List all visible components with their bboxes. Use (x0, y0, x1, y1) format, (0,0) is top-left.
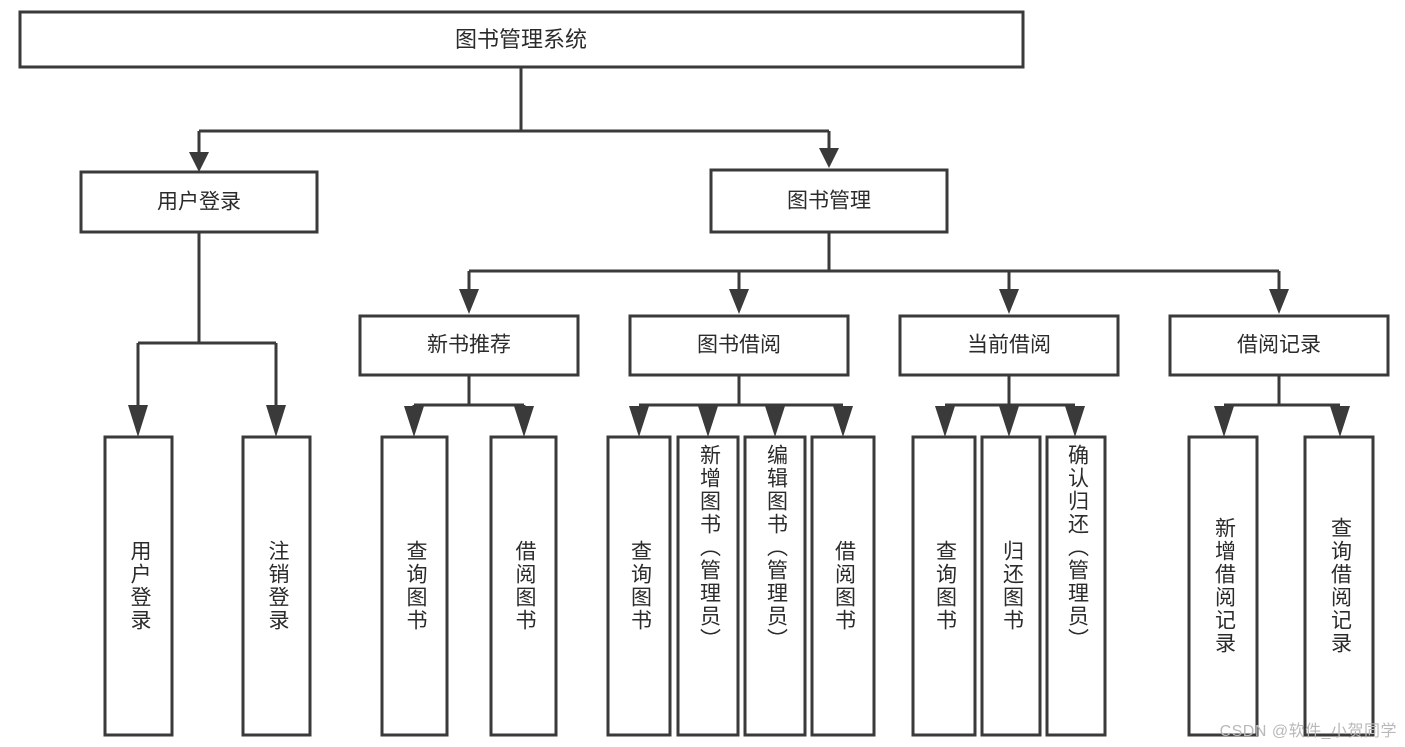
node-root-box[interactable] (18, 10, 1025, 69)
node-leaf-confirm-return-box[interactable] (1045, 435, 1107, 737)
node-book-borrow-label: 图书借阅 (697, 334, 781, 357)
arrow-head-leaf-confirm-return (1065, 406, 1085, 437)
arrow-head-leaf-query-book-1 (404, 406, 424, 437)
node-leaf-query-book-1-box[interactable] (380, 435, 449, 737)
node-book-manage-box[interactable] (709, 168, 949, 234)
arrow-head-leaf-borrow-book-1 (514, 406, 534, 437)
arrow-head-leaf-borrow-book-2 (833, 406, 853, 437)
node-user-login-label: 用户登录 (157, 191, 241, 214)
node-leaf-add-record-box[interactable] (1187, 435, 1259, 737)
csdn-watermark: CSDN @软件_小贺同学 (1219, 723, 1397, 740)
node-leaf-return-book-box[interactable] (980, 435, 1042, 737)
arrow-head-new-book-recommend (459, 289, 479, 314)
arrow-head-leaf-query-book-3 (935, 406, 955, 437)
node-borrow-record-box[interactable] (1168, 314, 1390, 377)
node-leaf-query-book-2-box[interactable] (606, 435, 672, 737)
node-current-borrow-box[interactable] (898, 314, 1120, 377)
node-user-login-box[interactable] (79, 170, 319, 234)
arrow-head-leaf-query-record (1330, 406, 1350, 437)
node-layer: 图书管理系统 用户登录 图书管理 新书推荐 图书借阅 当前借阅 借阅记录 (18, 10, 1390, 737)
arrow-head-leaf-user-login (128, 405, 148, 437)
node-book-manage-label: 图书管理 (787, 190, 871, 213)
arrow-head-borrow-record (1269, 289, 1289, 314)
node-leaf-borrow-book-1-box[interactable] (489, 435, 558, 737)
arrow-head-leaf-add-book (698, 406, 718, 437)
arrow-head-user-login (189, 152, 209, 172)
connector-layer (128, 67, 1350, 437)
node-new-book-recommend-label: 新书推荐 (427, 334, 511, 357)
node-root-label: 图书管理系统 (455, 27, 587, 52)
arrow-head-leaf-add-record (1214, 406, 1234, 437)
node-leaf-query-record-box[interactable] (1303, 435, 1375, 737)
node-borrow-record-label: 借阅记录 (1237, 334, 1321, 357)
node-leaf-user-login-box[interactable] (103, 435, 174, 737)
arrow-head-leaf-user-logout (266, 405, 286, 437)
node-new-book-recommend-box[interactable] (358, 314, 580, 377)
node-leaf-borrow-book-2-box[interactable] (810, 435, 876, 737)
arrow-head-book-manage (819, 148, 839, 168)
node-book-borrow-box[interactable] (628, 314, 850, 377)
arrow-head-leaf-edit-book (765, 406, 785, 437)
node-leaf-user-logout-box[interactable] (241, 435, 312, 737)
arrow-head-leaf-query-book-2 (629, 406, 649, 437)
node-leaf-edit-book-box[interactable] (743, 435, 807, 737)
node-current-borrow-label: 当前借阅 (967, 334, 1051, 357)
node-leaf-add-book-box[interactable] (676, 435, 740, 737)
arrow-head-leaf-return-book (999, 406, 1019, 437)
node-leaf-query-book-3-box[interactable] (911, 435, 977, 737)
arrow-head-current-borrow (999, 289, 1019, 314)
arrow-head-book-borrow (729, 289, 749, 314)
